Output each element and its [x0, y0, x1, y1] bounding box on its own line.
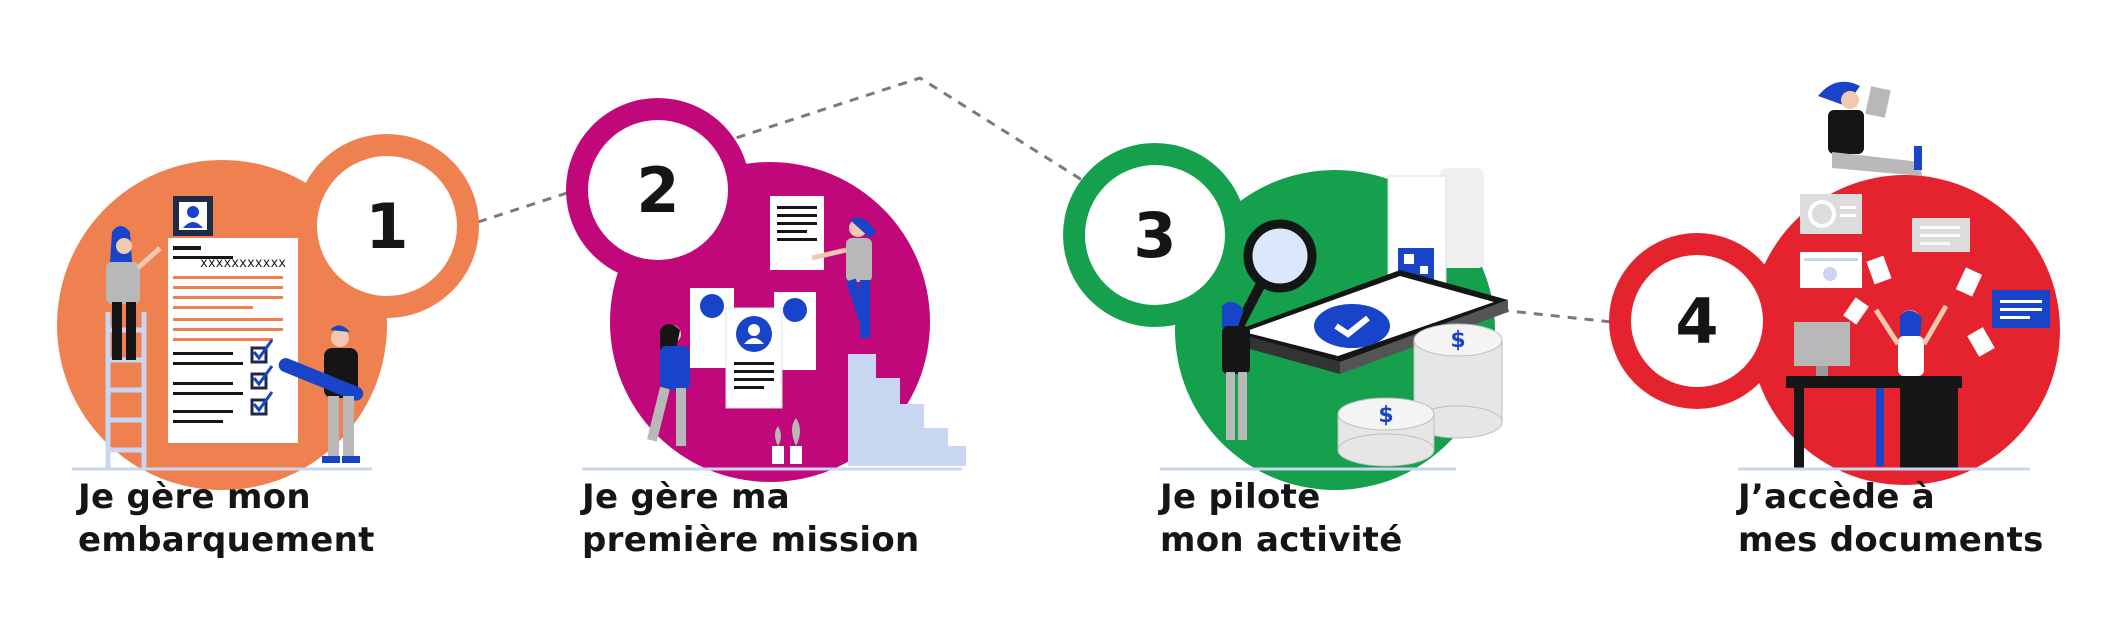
- step-3-label: Je pilote mon activité: [1160, 476, 1403, 562]
- step-4: 4: [1609, 81, 2060, 485]
- step-3-number: 3: [1133, 199, 1176, 272]
- step-2-label-line-1: Je gère ma: [582, 477, 790, 517]
- staircase-profiles-icon: [647, 196, 966, 466]
- coin-stack-icon: $: [1413, 323, 1503, 439]
- resume-placeholder-text: xxxxxxxxxxx: [200, 256, 286, 271]
- resume-onboarding-icon: xxxxxxxxxxx: [105, 196, 364, 468]
- step-4-number-disc: [1631, 255, 1763, 387]
- coin-icon: $: [1337, 397, 1435, 467]
- step-2-label-line-2: première mission: [582, 520, 920, 560]
- step-3: 3: [1063, 143, 1508, 490]
- svg-text:$: $: [1378, 403, 1393, 428]
- step-2-label: Je gère ma première mission: [582, 476, 920, 562]
- step-1-label: Je gère mon embarquement: [78, 476, 375, 562]
- smartphone-coins-icon: $ $: [1222, 168, 1508, 467]
- svg-text:$: $: [1450, 328, 1465, 353]
- step-4-label: J’accède à mes documents: [1738, 476, 2044, 562]
- step-1-number-disc: [317, 156, 457, 296]
- documents-desk-icon: [1786, 81, 2050, 468]
- step-3-label-line-2: mon activité: [1160, 520, 1403, 560]
- step-2-number: 2: [636, 154, 679, 227]
- step-1-number: 1: [365, 190, 408, 263]
- dashed-connector-3-4: [1499, 308, 1613, 324]
- step-4-number: 4: [1675, 285, 1718, 358]
- step-1-label-line-2: embarquement: [78, 520, 375, 560]
- step-2: 2: [566, 98, 966, 482]
- step-3-number-disc: [1085, 165, 1225, 305]
- step-1-label-line-1: Je gère mon: [78, 477, 311, 517]
- step-1: 1 xxxxxxxxxxx: [57, 134, 479, 490]
- step-4-label-line-2: mes documents: [1738, 520, 2044, 560]
- step-2-number-disc: [588, 120, 728, 260]
- step-4-label-line-1: J’accède à: [1738, 477, 1936, 517]
- step-3-label-line-1: Je pilote: [1160, 477, 1321, 517]
